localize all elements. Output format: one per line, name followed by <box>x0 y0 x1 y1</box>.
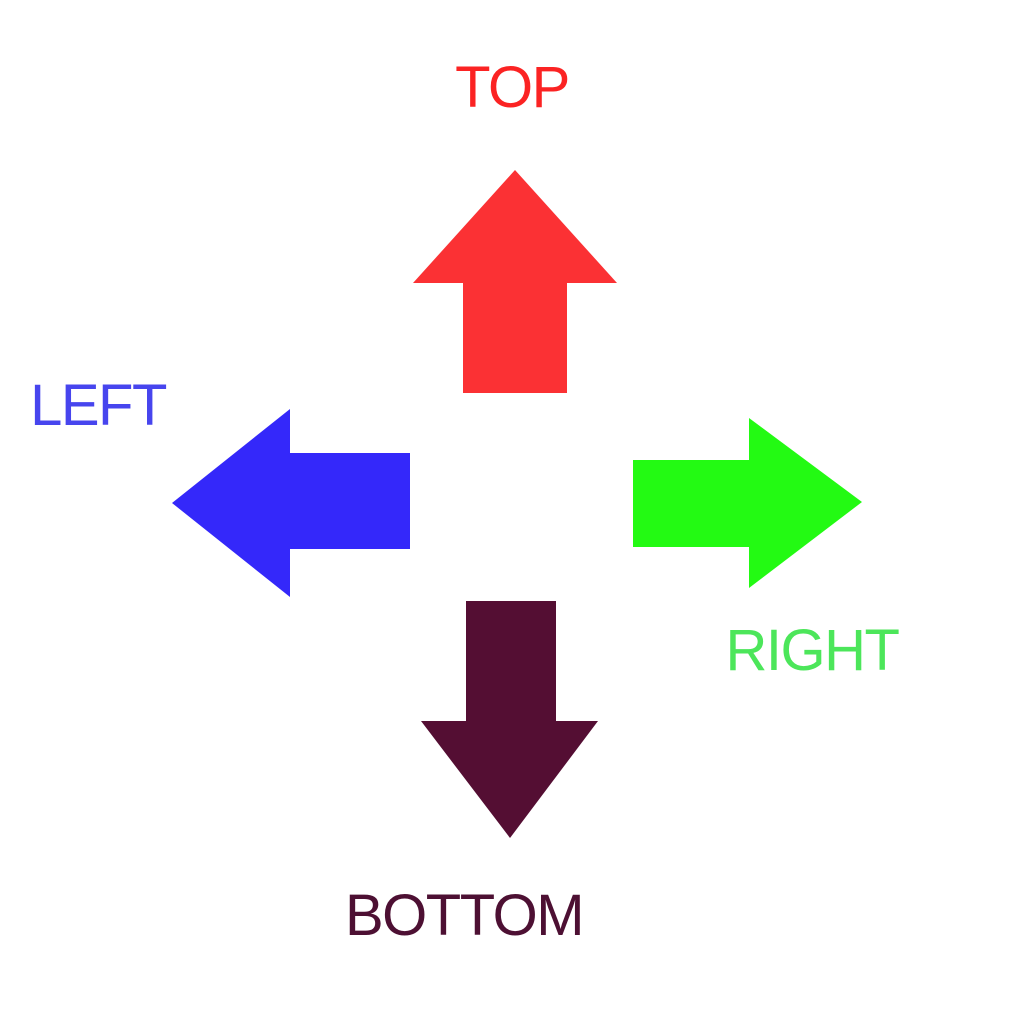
arrow-right-icon <box>633 418 862 588</box>
bottom-label: BOTTOM <box>345 883 583 948</box>
top-label: TOP <box>455 55 569 120</box>
right-label: RIGHT <box>726 618 900 683</box>
left-label: LEFT <box>30 373 167 438</box>
arrow-up-icon <box>413 170 617 393</box>
arrow-left-icon <box>172 409 410 597</box>
arrow-down-icon <box>421 601 598 838</box>
